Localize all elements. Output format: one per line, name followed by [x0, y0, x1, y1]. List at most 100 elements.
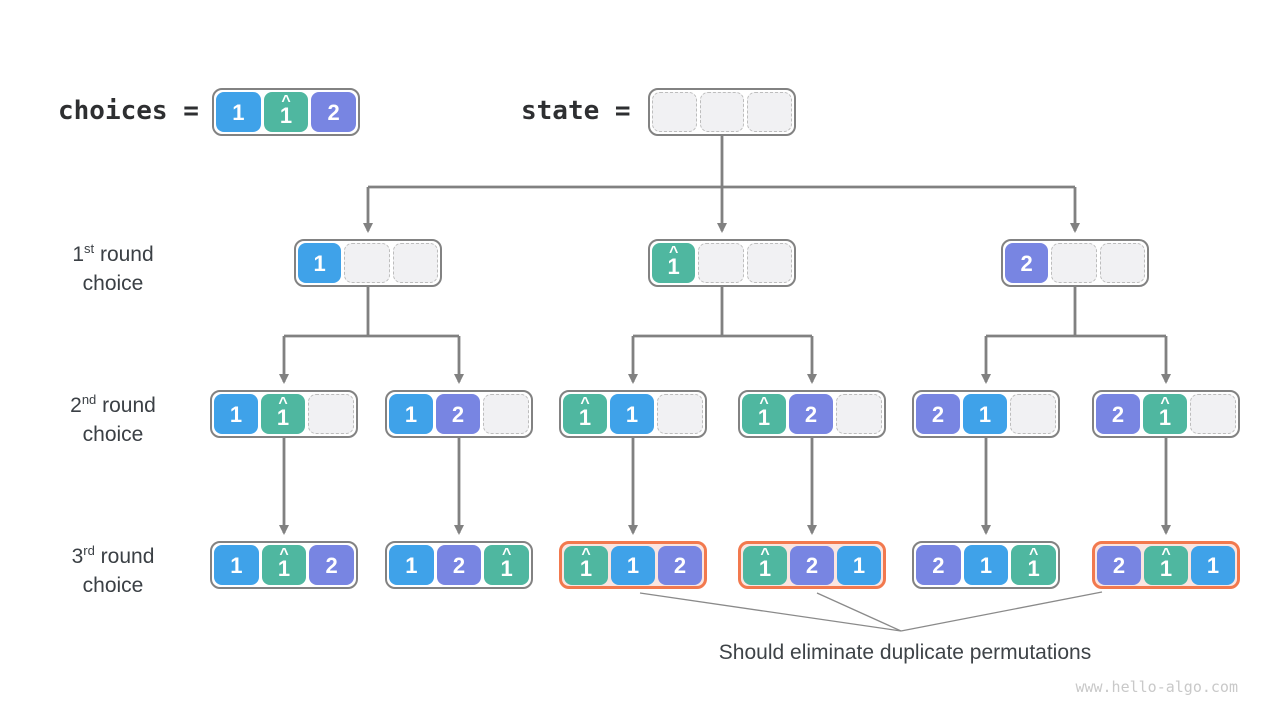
- array-cell-empty: [308, 394, 354, 434]
- array-cell-1: 1: [214, 545, 259, 585]
- array-cell-empty: [698, 243, 744, 283]
- array-cell-1-hat: ^1: [652, 243, 696, 283]
- cell-value: 2: [325, 552, 338, 578]
- cell-value: 2: [1020, 250, 1033, 276]
- hat-mark: ^: [759, 395, 769, 412]
- array-cell-2: 2: [1096, 394, 1140, 434]
- round-ordinal: 3: [71, 545, 84, 568]
- array-box-round1-3: 2: [1001, 239, 1149, 287]
- array-cell-empty: [652, 92, 697, 132]
- hat-mark: ^: [1161, 546, 1171, 563]
- cell-value: 2: [804, 401, 818, 427]
- round-ordinal-suffix: rd: [83, 543, 95, 558]
- array-box-round2-4: ^1 2: [738, 390, 886, 438]
- array-cell-1-hat: ^1: [742, 394, 786, 434]
- cell-value: 2: [452, 552, 466, 578]
- array-box-round2-6: 2 ^1: [1092, 390, 1240, 438]
- hat-mark: ^: [502, 546, 512, 563]
- array-cell-1: 1: [216, 92, 261, 132]
- array-cell-1: 1: [611, 545, 655, 585]
- array-cell-empty: [836, 394, 882, 434]
- choices-label: choices =: [58, 96, 199, 126]
- array-cell-empty: [746, 243, 792, 283]
- cell-value: 1: [1206, 552, 1220, 578]
- hat-mark: ^: [278, 395, 288, 412]
- array-cell-empty: [1051, 243, 1097, 283]
- array-cell-1-hat: ^1: [263, 92, 309, 132]
- array-cell-empty: [699, 92, 745, 132]
- state-label: state =: [521, 96, 631, 126]
- array-cell-2: 2: [790, 545, 834, 585]
- array-cell-1-hat: ^1: [1144, 545, 1188, 585]
- cell-value: 2: [931, 401, 945, 427]
- array-cell-1-hat: ^1: [261, 394, 305, 434]
- hat-mark: ^: [1160, 395, 1170, 412]
- annotation-line: [816, 592, 902, 632]
- hat-mark: ^: [760, 546, 770, 563]
- array-cell-1: 1: [963, 394, 1007, 434]
- array-cell-1-hat: ^1: [563, 394, 607, 434]
- array-cell-1: 1: [963, 545, 1009, 585]
- annotation-line: [900, 591, 1103, 632]
- cell-value: 1: [313, 250, 326, 276]
- cell-value: 1: [277, 556, 291, 581]
- array-cell-2: 2: [916, 545, 961, 585]
- cell-value: 2: [451, 401, 465, 427]
- cell-value: 1: [852, 552, 866, 578]
- cell-value: 2: [932, 552, 945, 578]
- choice-word: choice: [82, 423, 144, 446]
- array-cell-1-hat: ^1: [1011, 545, 1057, 585]
- cell-value: 1: [1027, 556, 1040, 581]
- cell-value: 2: [327, 99, 340, 125]
- choice-word: choice: [82, 272, 144, 295]
- array-cell-empty: [483, 394, 529, 434]
- cell-value: 2: [673, 552, 687, 578]
- cell-value: 2: [1111, 401, 1125, 427]
- hat-mark: ^: [281, 93, 291, 110]
- cell-value: 1: [626, 552, 640, 578]
- array-cell-1-hat: ^1: [484, 545, 530, 585]
- cell-value: 1: [232, 99, 245, 125]
- array-cell-empty: [392, 243, 438, 283]
- array-cell-1: 1: [1191, 545, 1235, 585]
- hat-mark: ^: [581, 546, 591, 563]
- array-cell-empty: [1099, 243, 1145, 283]
- array-box-round3-2: 1 2 ^1: [385, 541, 533, 589]
- array-box-round1-2: ^1: [648, 239, 796, 287]
- array-cell-1-hat: ^1: [564, 545, 608, 585]
- array-box-round2-1: 1^1: [210, 390, 358, 438]
- array-cell-1: 1: [298, 243, 342, 283]
- cell-value: 1: [1158, 405, 1172, 430]
- array-cell-1: 1: [389, 394, 433, 434]
- array-cell-1: 1: [837, 545, 881, 585]
- array-cell-empty: [657, 394, 703, 434]
- array-cell-2: 2: [436, 394, 480, 434]
- round-ordinal-suffix: nd: [81, 392, 97, 407]
- cell-value: 1: [279, 103, 293, 128]
- cell-value: 1: [1159, 556, 1173, 581]
- annotation-text: Should eliminate duplicate permutations: [718, 641, 1092, 664]
- cell-value: 1: [229, 401, 243, 427]
- round-word: round: [96, 394, 156, 417]
- cell-value: 1: [758, 556, 772, 581]
- cell-value: 1: [500, 556, 513, 581]
- cell-value: 1: [579, 556, 593, 581]
- state-array-box: [648, 88, 796, 136]
- round-ordinal: 1: [72, 243, 84, 266]
- cell-value: 1: [276, 405, 290, 430]
- array-cell-2: 2: [916, 394, 960, 434]
- cell-value: 1: [978, 401, 992, 427]
- hat-mark: ^: [668, 244, 679, 261]
